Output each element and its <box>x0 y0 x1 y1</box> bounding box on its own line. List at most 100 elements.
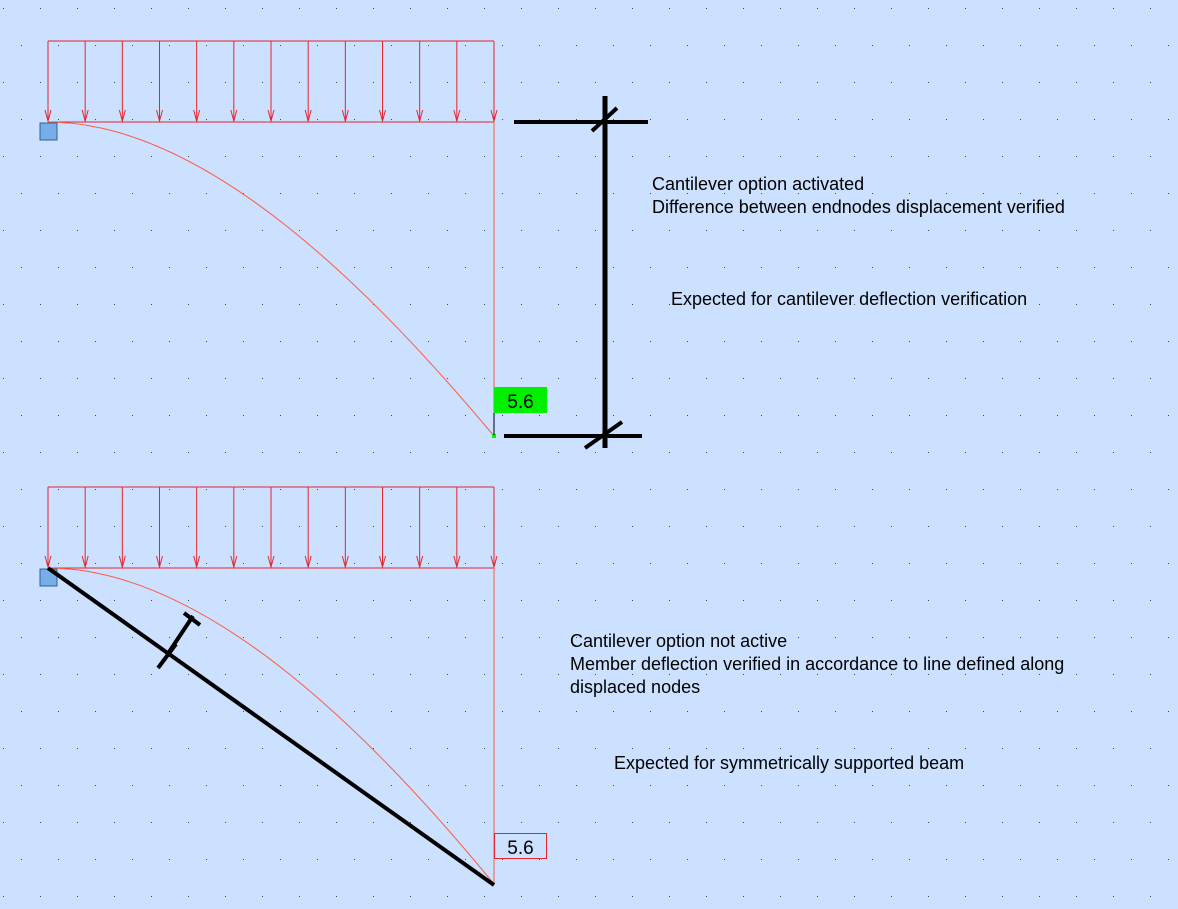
grid-dot <box>317 711 318 712</box>
grid-dot <box>539 45 540 46</box>
grid-dot <box>280 45 281 46</box>
grid-dot <box>132 489 133 490</box>
grid-dot <box>965 8 966 9</box>
grid-dot <box>336 304 337 305</box>
grid-dot <box>1076 674 1077 675</box>
grid-dot <box>188 378 189 379</box>
grid-dot <box>780 156 781 157</box>
grid-dot <box>798 711 799 712</box>
grid-dot <box>21 341 22 342</box>
grid-dot <box>95 119 96 120</box>
grid-dot <box>1131 785 1132 786</box>
grid-dot <box>1131 859 1132 860</box>
grid-dot <box>484 304 485 305</box>
grid-dot <box>835 563 836 564</box>
grid-dot <box>1131 563 1132 564</box>
grid-dot <box>40 378 41 379</box>
grid-dot <box>632 304 633 305</box>
grid-dot <box>299 230 300 231</box>
grid-dot <box>428 711 429 712</box>
grid-dot <box>336 600 337 601</box>
grid-dot <box>169 415 170 416</box>
grid-dot <box>983 711 984 712</box>
grid-dot <box>983 489 984 490</box>
grid-dot <box>983 45 984 46</box>
grid-dot <box>77 230 78 231</box>
grid-dot <box>410 304 411 305</box>
grid-dot <box>558 526 559 527</box>
grid-dot <box>946 785 947 786</box>
grid-dot <box>391 341 392 342</box>
load-arrow-icon <box>416 109 424 123</box>
grid-dot <box>465 415 466 416</box>
grid-dot <box>798 193 799 194</box>
grid-dot <box>854 378 855 379</box>
grid-dot <box>669 600 670 601</box>
grid-dot <box>1039 748 1040 749</box>
grid-dot <box>835 193 836 194</box>
grid-dot <box>928 156 929 157</box>
grid-dot <box>391 267 392 268</box>
grid-dot <box>1113 526 1114 527</box>
grid-dot <box>391 563 392 564</box>
grid-dot <box>1076 748 1077 749</box>
grid-dot <box>891 748 892 749</box>
grid-dot <box>706 748 707 749</box>
grid-dot <box>114 748 115 749</box>
grid-dot <box>946 711 947 712</box>
grid-dot <box>854 748 855 749</box>
grid-dot <box>706 230 707 231</box>
grid-dot <box>613 341 614 342</box>
grid-dot <box>1150 230 1151 231</box>
grid-dot <box>77 674 78 675</box>
top-dimension-marker <box>504 96 648 450</box>
grid-dot <box>1057 415 1058 416</box>
grid-dot <box>835 267 836 268</box>
bottom-dimension-lower-tick <box>156 642 178 670</box>
grid-dot <box>1131 711 1132 712</box>
bottom-load-arrows <box>44 487 498 569</box>
grid-dot <box>484 674 485 675</box>
grid-dot <box>965 600 966 601</box>
grid-dot <box>336 378 337 379</box>
grid-dot <box>188 526 189 527</box>
grid-dot <box>946 415 947 416</box>
grid-dot <box>58 267 59 268</box>
grid-dot <box>965 230 966 231</box>
grid-dot <box>946 563 947 564</box>
grid-dot <box>706 304 707 305</box>
grid-dot <box>595 748 596 749</box>
grid-dot <box>576 193 577 194</box>
grid-dot <box>354 859 355 860</box>
grid-dot <box>188 304 189 305</box>
grid-dot <box>743 748 744 749</box>
grid-dot <box>77 896 78 897</box>
grid-dot <box>243 859 244 860</box>
grid-dot <box>928 822 929 823</box>
grid-dot <box>336 156 337 157</box>
grid-dot <box>521 526 522 527</box>
grid-dot <box>965 82 966 83</box>
grid-dot <box>428 637 429 638</box>
grid-dot <box>983 267 984 268</box>
bottom-dimension-upper-tick <box>182 611 202 627</box>
grid-dot <box>724 193 725 194</box>
grid-dot <box>58 785 59 786</box>
top-deflection-label-box <box>494 387 547 413</box>
grid-dot <box>669 230 670 231</box>
grid-dot <box>373 8 374 9</box>
grid-dot <box>928 82 929 83</box>
grid-dot <box>373 82 374 83</box>
grid-dot <box>835 489 836 490</box>
grid-dot <box>58 711 59 712</box>
grid-dot <box>558 896 559 897</box>
grid-dot <box>206 859 207 860</box>
bottom-notes: Cantilever option not active Member defl… <box>570 630 1064 699</box>
grid-dot <box>1150 452 1151 453</box>
grid-dot <box>743 674 744 675</box>
grid-dot <box>373 526 374 527</box>
grid-dot <box>206 119 207 120</box>
grid-dot <box>317 267 318 268</box>
grid-dot <box>687 193 688 194</box>
grid-dot <box>632 8 633 9</box>
